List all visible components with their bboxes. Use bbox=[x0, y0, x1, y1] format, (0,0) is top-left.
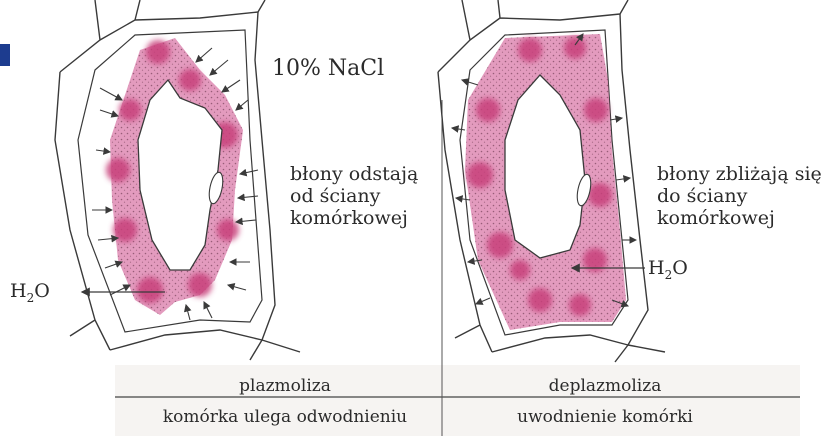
process-left-label: plazmoliza bbox=[140, 376, 430, 396]
left-caption-line-3: komórkowej bbox=[290, 207, 418, 229]
process-right-label: deplazmoliza bbox=[455, 376, 755, 396]
left-cell-plasmolysis bbox=[55, 0, 300, 360]
right-caption-line-2: do ściany bbox=[657, 185, 822, 207]
concentration-label: 10% NaCl bbox=[272, 56, 384, 81]
left-caption-line-1: błony odstają bbox=[290, 163, 418, 185]
effect-left-label: komórka ulega odwodnieniu bbox=[130, 407, 440, 427]
right-cell-deplasmolysis bbox=[438, 0, 665, 362]
right-caption: błony zbliżają się do ściany komórkowej bbox=[657, 163, 822, 229]
effect-right-label: uwodnienie komórki bbox=[455, 407, 755, 427]
water-label-right: H2O bbox=[648, 257, 688, 282]
right-caption-line-1: błony zbliżają się bbox=[657, 163, 822, 185]
water-label-left: H2O bbox=[10, 280, 50, 305]
right-caption-line-3: komórkowej bbox=[657, 207, 822, 229]
left-caption-line-2: od ściany bbox=[290, 185, 418, 207]
left-caption: błony odstają od ściany komórkowej bbox=[290, 163, 418, 229]
